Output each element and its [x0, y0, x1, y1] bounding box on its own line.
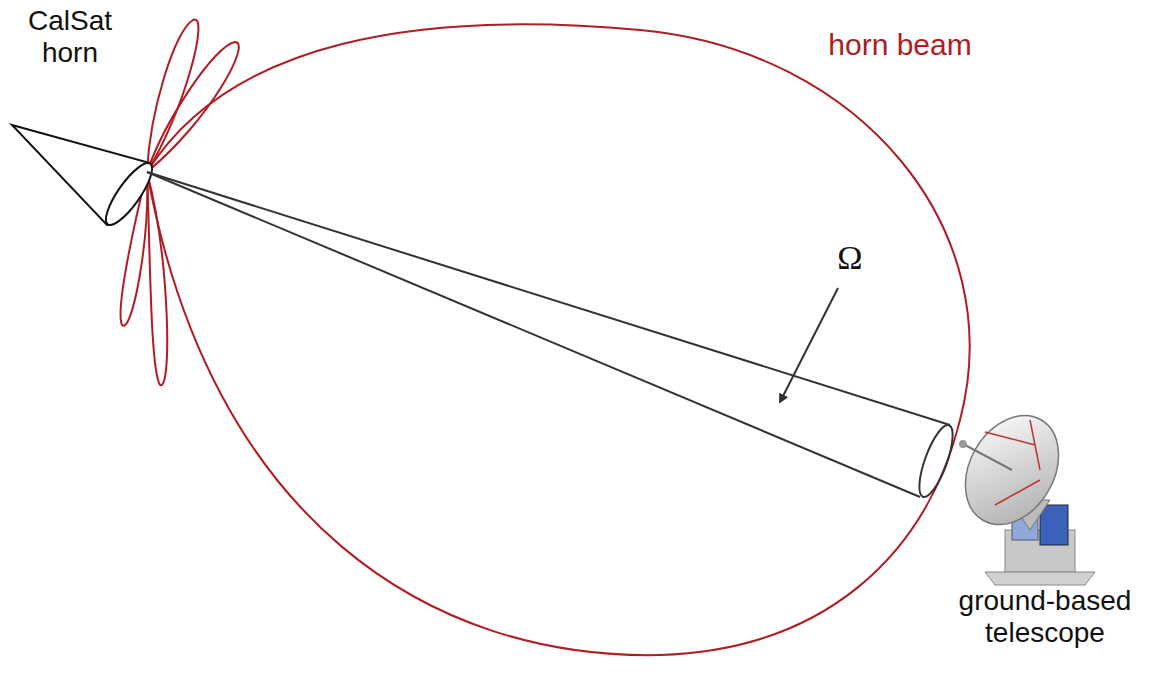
solid-angle-line [147, 172, 920, 497]
solid-angle-line [147, 172, 950, 425]
main-lobe [147, 24, 970, 655]
horn-aperture [99, 157, 159, 230]
beam-label: horn beam [800, 28, 1000, 63]
side-lobe [147, 42, 239, 172]
pointer-arrow [780, 288, 838, 402]
horn-label: CalSat horn [5, 5, 135, 69]
telescope-illustration [947, 399, 1095, 585]
solid-angle-end [913, 422, 960, 501]
solid-angle-label: Ω [825, 238, 875, 277]
side-lobe [147, 172, 167, 385]
telescope-label: ground-based telescope [935, 585, 1155, 649]
